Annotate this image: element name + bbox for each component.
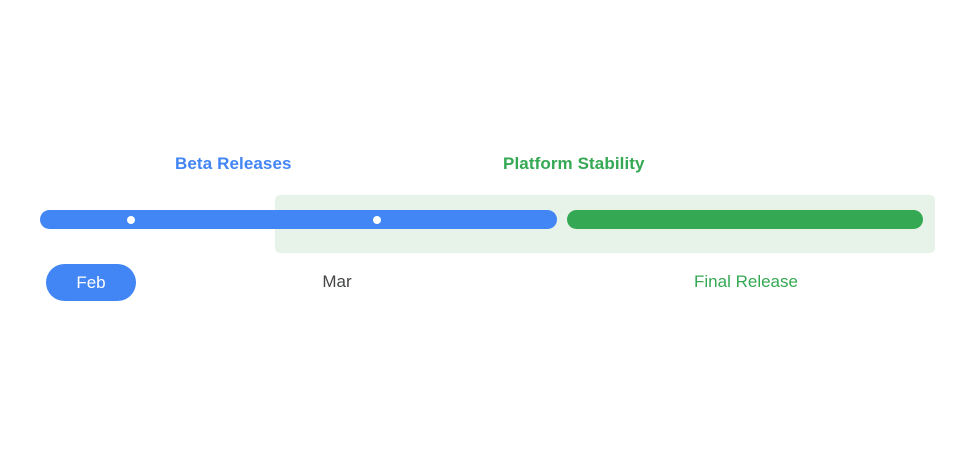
- mar-marker-dot[interactable]: [373, 215, 381, 224]
- platform-stability-bar[interactable]: [567, 210, 923, 229]
- milestone-labels: Feb Mar Final Release: [0, 264, 973, 304]
- beta-releases-bar[interactable]: [40, 210, 557, 229]
- milestone-pill-feb[interactable]: Feb: [46, 264, 136, 301]
- feb-marker-dot[interactable]: [127, 215, 135, 224]
- timeline-track: [0, 210, 973, 229]
- phase-label-platform-stability: Platform Stability: [503, 154, 645, 173]
- milestone-label-final-release: Final Release: [694, 272, 798, 291]
- phase-label-beta-releases: Beta Releases: [175, 154, 292, 173]
- milestone-label-mar: Mar: [322, 272, 352, 291]
